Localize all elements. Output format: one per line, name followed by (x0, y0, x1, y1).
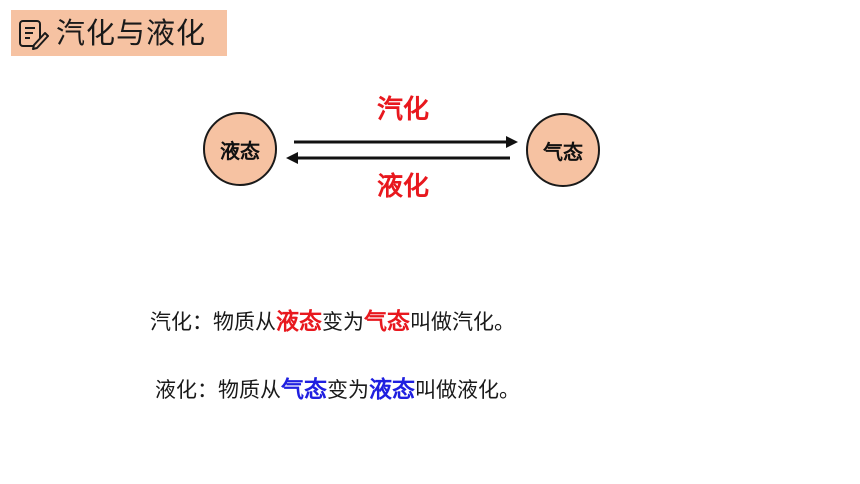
backward-arrow (286, 152, 510, 164)
to-state-highlight: 气态 (364, 309, 410, 335)
page-title: 汽化与液化 (56, 16, 207, 50)
definition-middle: 变为 (327, 378, 369, 402)
definition-term: 汽化 (150, 310, 192, 334)
vaporization-definition: 汽化：物质从液态变为气态叫做汽化。 (150, 307, 515, 337)
definition-tail: 叫做汽化。 (410, 310, 515, 334)
liquefaction-label: 液化 (377, 172, 430, 202)
process-arrows (286, 136, 518, 164)
from-state-highlight: 气态 (281, 377, 327, 403)
definition-term: 液化 (155, 378, 197, 402)
definition-tail: 叫做液化。 (415, 378, 520, 402)
definition-colon: ： (192, 310, 213, 334)
definition-middle: 变为 (322, 310, 364, 334)
liquefaction-definition: 液化：物质从气态变为液态叫做液化。 (155, 375, 520, 405)
definition-colon: ： (197, 378, 218, 402)
to-state-highlight: 液态 (369, 377, 415, 403)
from-state-highlight: 液态 (276, 309, 322, 335)
definition-lead: 物质从 (213, 310, 276, 334)
gas-state-node: 气态 (526, 113, 600, 187)
title-banner: 汽化与液化 (11, 10, 227, 56)
forward-arrow (294, 136, 518, 148)
definition-lead: 物质从 (218, 378, 281, 402)
liquid-state-node: 液态 (203, 112, 277, 186)
vaporization-label: 汽化 (377, 95, 430, 125)
note-edit-icon (17, 18, 49, 50)
